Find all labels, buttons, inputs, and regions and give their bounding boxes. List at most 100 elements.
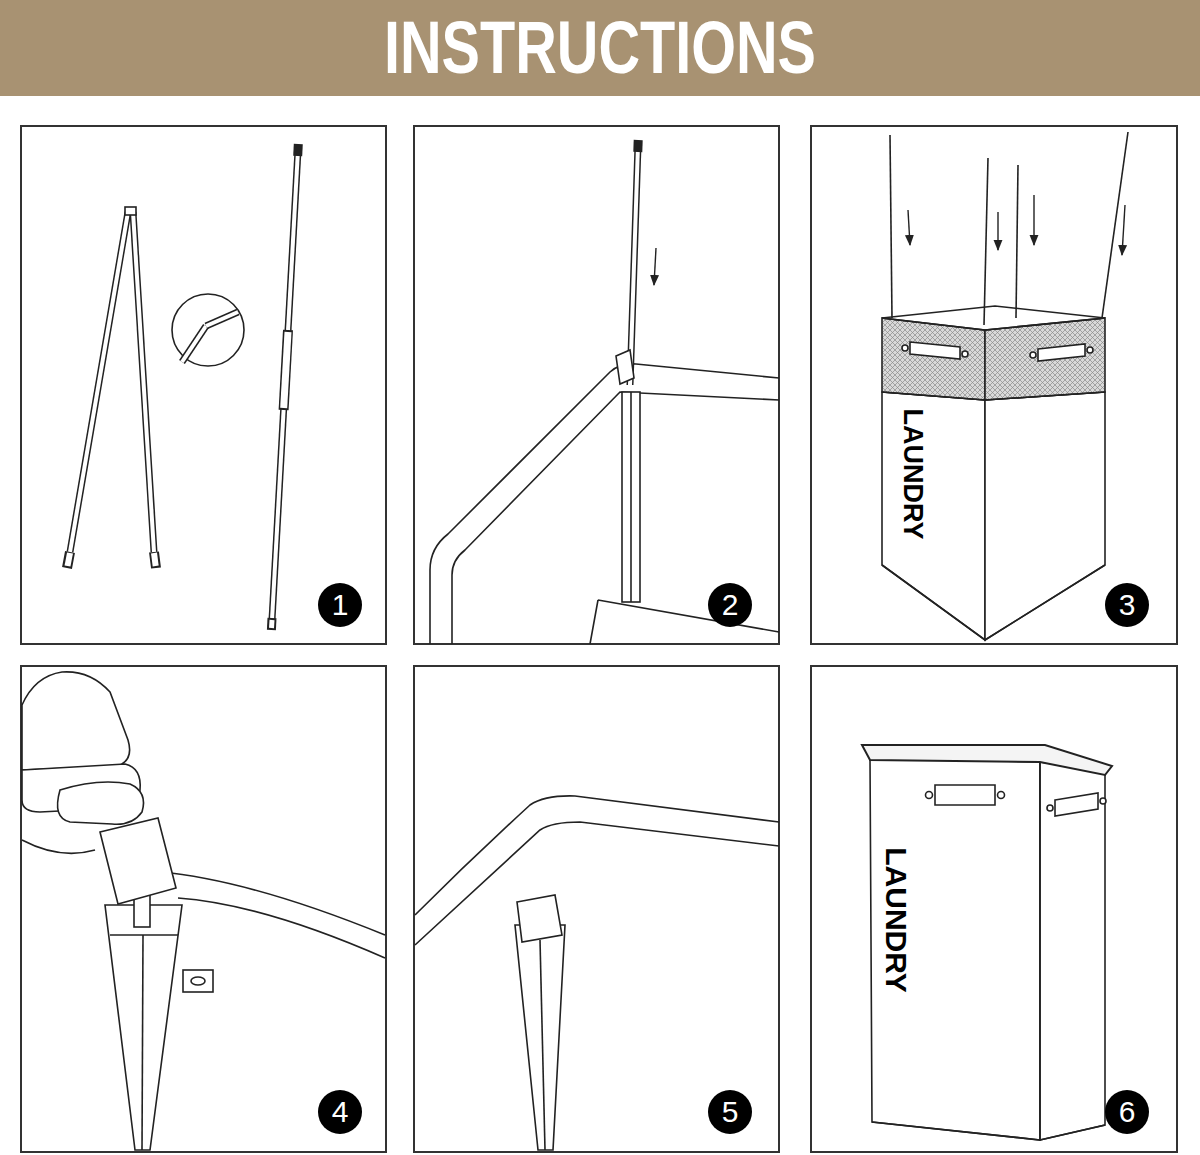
callout-number: 2: [722, 590, 739, 620]
callout-number: 6: [1119, 1097, 1136, 1127]
folded-pole-drawing-part: [67, 552, 70, 568]
basket-assembly-drawing-part: [1087, 347, 1093, 353]
finished-basket-drawing-part: [870, 758, 1040, 1140]
folded-pole-drawing-part: [172, 294, 244, 366]
print-label: LAUNDRY: [881, 847, 911, 993]
panel-frames-part: [414, 666, 779, 1152]
folded-pole-drawing-part: [269, 620, 275, 628]
finished-basket-drawing-part: [998, 792, 1005, 799]
finished-basket-drawing-part: [1055, 793, 1098, 816]
basket-assembly-drawing-part: [1033, 195, 1034, 245]
callout-circle: 5: [708, 1090, 752, 1134]
folded-pole-drawing-part: [125, 207, 136, 215]
finished-basket-drawing-part: [926, 792, 933, 799]
pole-insert-drawing-part: [630, 145, 638, 385]
cap-fitting-drawing-part: [178, 898, 385, 958]
tab-fold-drawing-part: [517, 895, 562, 942]
title-text: INSTRUCTIONS: [384, 11, 816, 85]
basket-assembly-drawing: [882, 132, 1128, 640]
pole-insert-drawing-part: [630, 392, 632, 602]
folded-pole-drawing-part: [68, 553, 71, 566]
callout-circle: 6: [1105, 1090, 1149, 1134]
callout-circle: 2: [708, 583, 752, 627]
pole-insert-drawing-part: [630, 145, 638, 385]
pole-insert-drawing: [430, 140, 779, 644]
pole-insert-drawing-part: [430, 364, 779, 644]
panel-frames-part: [21, 126, 386, 644]
folded-pole-drawing-part: [133, 212, 154, 552]
callout-circle: 3: [1105, 583, 1149, 627]
basket-assembly-drawing-part: [910, 342, 960, 359]
folded-pole-drawing-part: [182, 326, 206, 362]
tab-fold-drawing-part: [415, 822, 779, 945]
finished-basket-drawing: [862, 745, 1112, 1140]
folded-pole-drawing-part: [272, 150, 298, 620]
cap-fitting-drawing-part: [58, 782, 144, 824]
basket-assembly-drawing-part: [882, 318, 985, 400]
callout-circle: 1: [318, 583, 362, 627]
cap-fitting-drawing-part: [160, 872, 385, 935]
basket-assembly-drawing-part: [890, 135, 892, 318]
tab-fold-drawing-part: [515, 925, 565, 1150]
basket-assembly-drawing-part: [962, 351, 968, 357]
pole-insert-drawing-part: [616, 350, 634, 384]
basket-assembly-drawing-part: [1016, 165, 1018, 318]
callout-number: 4: [332, 1097, 349, 1127]
callout-number: 3: [1119, 590, 1136, 620]
print-label: LAUNDRY: [899, 409, 926, 540]
finished-basket-drawing-part: [935, 785, 995, 805]
finished-basket-drawing-part: [1100, 798, 1106, 804]
basket-assembly-drawing-part: [1122, 205, 1125, 255]
cap-fitting-drawing-part: [134, 895, 150, 927]
folded-pole-drawing-part: [206, 312, 238, 326]
cap-fitting-drawing-part: [142, 935, 143, 1150]
finished-basket-drawing-part: [1047, 805, 1053, 811]
basket-assembly-drawing-part: [1038, 344, 1085, 361]
folded-pole-drawing: [67, 144, 298, 630]
basket-assembly-drawing-part: [985, 318, 1105, 400]
callout-number: 5: [722, 1097, 739, 1127]
folded-pole-drawing-part: [133, 212, 154, 552]
finished-basket-drawing-part: [1039, 762, 1041, 1140]
callout-circle: 4: [318, 1090, 362, 1134]
pole-insert-drawing-part: [654, 248, 656, 285]
basket-assembly-drawing-part: [1102, 132, 1128, 318]
panel-frames-part: [811, 666, 1177, 1152]
basket-assembly-drawing-part: [902, 345, 908, 351]
panel-frames: [21, 126, 1177, 1152]
panel-frames-part: [414, 126, 779, 644]
basket-assembly-drawing-part: [984, 158, 988, 325]
panel-frames-part: [21, 666, 386, 1152]
cap-fitting-drawing-part: [22, 672, 130, 770]
cap-fitting-drawing-part: [110, 934, 178, 936]
cap-fitting-drawing-part: [183, 970, 213, 992]
basket-assembly-drawing-part: [997, 212, 998, 250]
folded-pole-drawing-part: [284, 332, 288, 408]
tab-fold-drawing: [415, 796, 779, 1150]
basket-assembly-drawing-part: [882, 306, 1105, 330]
cap-fitting-drawing-part: [105, 905, 182, 1150]
folded-pole-drawing-part: [284, 330, 288, 410]
finished-basket-drawing-part: [872, 1122, 1105, 1140]
folded-pole-drawing-part: [182, 326, 206, 362]
tab-fold-drawing-part: [540, 940, 545, 1150]
pole-insert-drawing-part: [452, 392, 779, 644]
basket-assembly-drawing-part: [908, 210, 910, 245]
folded-pole-drawing-part: [70, 212, 128, 552]
folded-pole-drawing-part: [206, 312, 238, 326]
folded-pole-drawing-part: [272, 150, 298, 620]
basket-assembly-drawing-part: [882, 318, 1105, 330]
folded-pole-drawing-part: [293, 144, 303, 156]
cap-fitting-drawing-part: [22, 840, 95, 853]
folded-pole-drawing-part: [154, 552, 156, 568]
panel-frames-part: [811, 126, 1177, 644]
finished-basket-drawing-part: [1040, 762, 1105, 1140]
cap-fitting-drawing: [22, 672, 385, 1150]
basket-assembly-drawing-part: [1030, 352, 1036, 358]
basket-assembly-drawing-part: [882, 392, 1105, 400]
tab-fold-drawing-part: [415, 796, 779, 915]
finished-basket-drawing-part: [862, 745, 1112, 775]
folded-pole-drawing-part: [154, 553, 156, 566]
